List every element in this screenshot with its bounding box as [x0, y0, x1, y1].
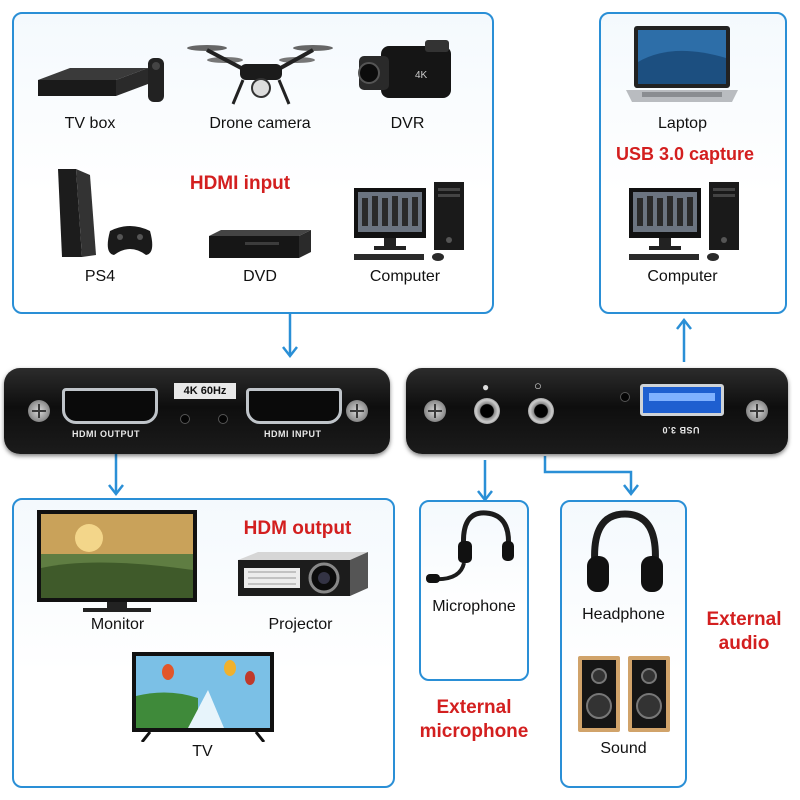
computer-usb-label: Computer: [647, 268, 718, 285]
drone-icon: [187, 45, 333, 105]
hdmi-output-port[interactable]: [62, 388, 158, 424]
camcorder-icon: 4K: [358, 40, 451, 98]
indicator-led-icon: [180, 414, 190, 424]
drone-camera-label: Drone camera: [209, 115, 311, 132]
arrow-up-icon: [676, 318, 692, 362]
ps4-icon: [58, 169, 153, 257]
tv-icon: [132, 652, 274, 742]
projector-icon: [238, 552, 368, 596]
dvd-label: DVD: [243, 268, 277, 285]
usb-port-label: USB 3.0: [662, 425, 700, 435]
headphone-jack-icon: ○: [534, 378, 542, 393]
speaker-icon: [578, 656, 670, 732]
screw-icon: [424, 400, 446, 422]
hdmi-input-port-label: HDMI INPUT: [264, 429, 322, 439]
hdmi-input-title: HDMI input: [189, 173, 291, 194]
arrow-down-icon: [282, 314, 298, 359]
arrow-down-icon: [108, 452, 124, 497]
usb-capture-title: USB 3.0 capture: [615, 144, 755, 164]
hdmi-input-port[interactable]: [246, 388, 342, 424]
capture-card-hdmi-side: HDMI OUTPUT 4K 60Hz HDMI INPUT: [4, 368, 390, 454]
svg-text:4K: 4K: [415, 70, 428, 81]
headphone-jack[interactable]: [528, 398, 554, 424]
arrow-down-icon: [477, 460, 493, 503]
screw-icon: [346, 400, 368, 422]
usb-port-tongue: [649, 393, 715, 401]
ps4-label: PS4: [84, 268, 116, 285]
indicator-led-icon: [218, 414, 228, 424]
sound-label: Sound: [600, 740, 647, 757]
indicator-led-icon: [620, 392, 630, 402]
dvr-label: DVR: [390, 115, 425, 132]
microphone-label: Microphone: [432, 598, 516, 615]
external-audio-caption: External audio: [706, 609, 782, 654]
laptop-label: Laptop: [658, 115, 707, 132]
monitor-label: Monitor: [90, 616, 145, 633]
external-audio-panel: [560, 500, 687, 788]
headphone-label: Headphone: [582, 606, 665, 623]
usb-port[interactable]: [640, 384, 724, 416]
headset-mic-icon: [426, 510, 514, 583]
screw-icon: [28, 400, 50, 422]
resolution-badge: 4K 60Hz: [174, 383, 236, 399]
headphone-icon: [587, 510, 663, 592]
desktop-computer-icon: [629, 182, 739, 261]
arrow-elbow-down-icon: [543, 456, 639, 497]
microphone-panel: [419, 500, 529, 681]
screw-icon: [746, 400, 768, 422]
capture-card-usb-side: ● ○ USB 3.0: [406, 368, 788, 454]
microphone-jack[interactable]: [474, 398, 500, 424]
dvd-player-icon: [209, 230, 311, 258]
monitor-icon: [37, 510, 197, 612]
tv-box-label: TV box: [64, 115, 116, 132]
tv-box-icon: [38, 58, 164, 102]
computer-input-label: Computer: [369, 268, 441, 285]
hdmi-output-port-label: HDMI OUTPUT: [72, 429, 140, 439]
projector-label: Projector: [268, 616, 333, 633]
external-microphone-caption: External microphone: [419, 697, 529, 742]
hdmi-output-title: HDM output: [243, 518, 352, 539]
laptop-icon: [626, 26, 738, 102]
mic-jack-icon: ●: [482, 380, 490, 394]
desktop-computer-icon: [354, 182, 464, 261]
tv-label: TV: [192, 743, 213, 760]
